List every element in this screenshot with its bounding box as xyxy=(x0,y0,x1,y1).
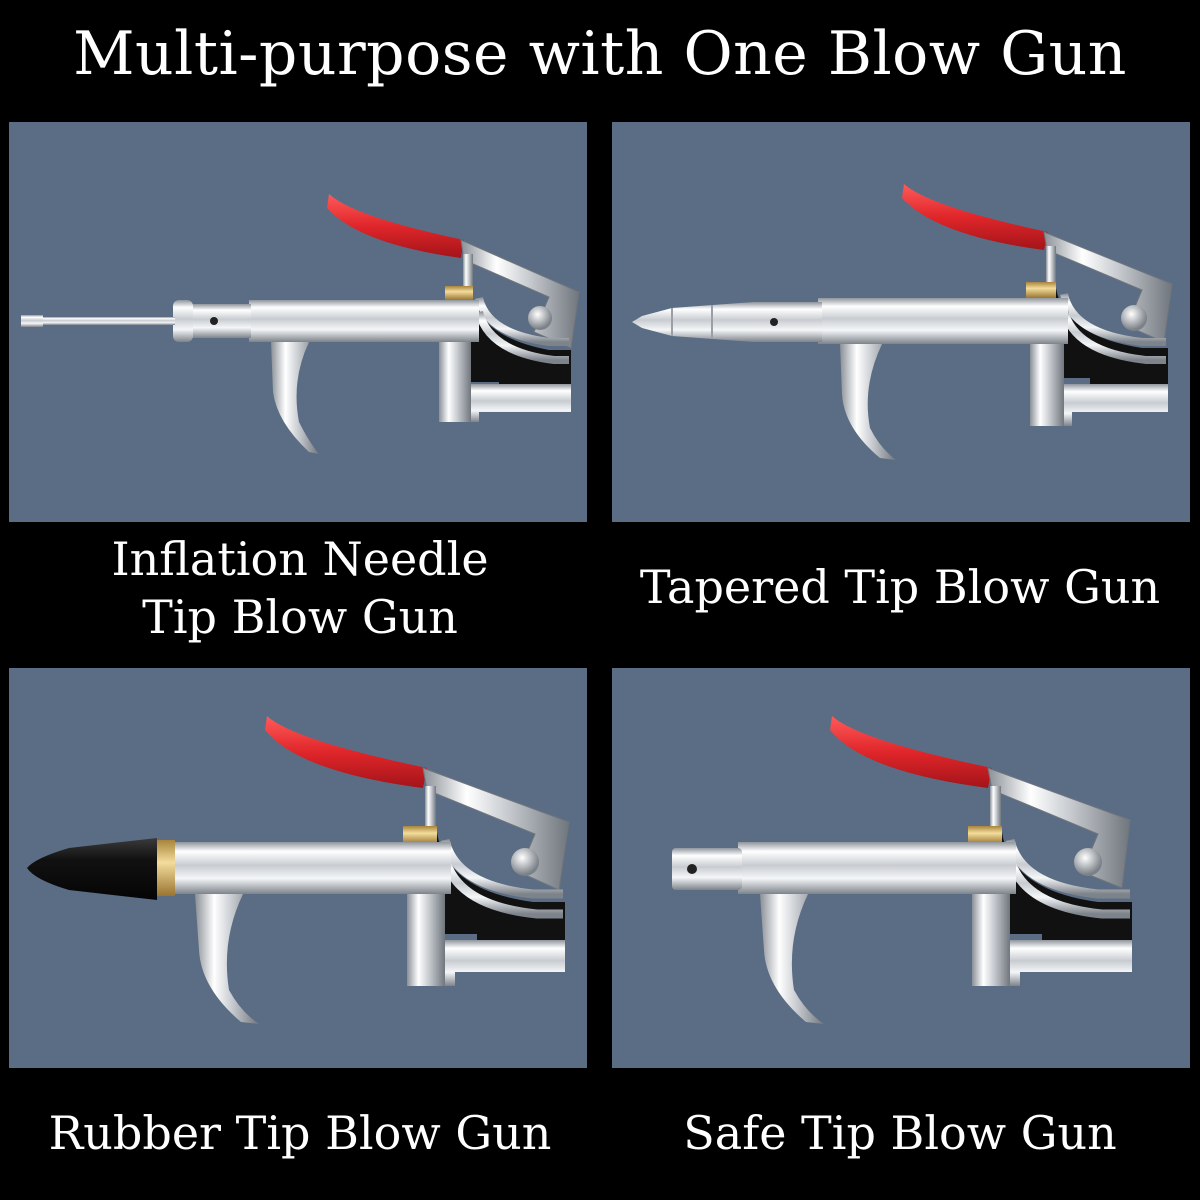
tapered-tip-blow-gun-image xyxy=(632,184,1173,460)
headline: Multi-purpose with One Blow Gun xyxy=(73,19,1127,89)
needle-tip-panel xyxy=(9,122,587,522)
caption-line: Safe Tip Blow Gun xyxy=(683,1106,1117,1160)
caption-line: Inflation Needle xyxy=(111,532,489,586)
safe-tip-caption: Safe Tip Blow Gun xyxy=(600,1104,1200,1162)
blow-gun-body xyxy=(672,716,1132,1024)
blow-gun-body xyxy=(21,194,580,454)
caption-line: Tip Blow Gun xyxy=(142,590,458,644)
caption-line: Tapered Tip Blow Gun xyxy=(639,560,1161,614)
tapered-tip-caption: Tapered Tip Blow Gun xyxy=(600,558,1200,616)
rubber-tip-caption: Rubber Tip Blow Gun xyxy=(0,1104,600,1162)
needle-tip-blow-gun-image xyxy=(21,194,580,454)
rubber-tip-panel xyxy=(9,668,587,1068)
safe-tip-panel xyxy=(612,668,1190,1068)
blow-gun-body xyxy=(632,184,1173,460)
needle-tip-caption: Inflation Needle Tip Blow Gun xyxy=(0,530,600,646)
rubber-tip-blow-gun-image xyxy=(27,716,570,1024)
blow-gun-body xyxy=(27,716,570,1024)
caption-line: Rubber Tip Blow Gun xyxy=(48,1106,552,1160)
safe-tip-blow-gun-image xyxy=(672,716,1132,1024)
tapered-tip-panel xyxy=(612,122,1190,522)
